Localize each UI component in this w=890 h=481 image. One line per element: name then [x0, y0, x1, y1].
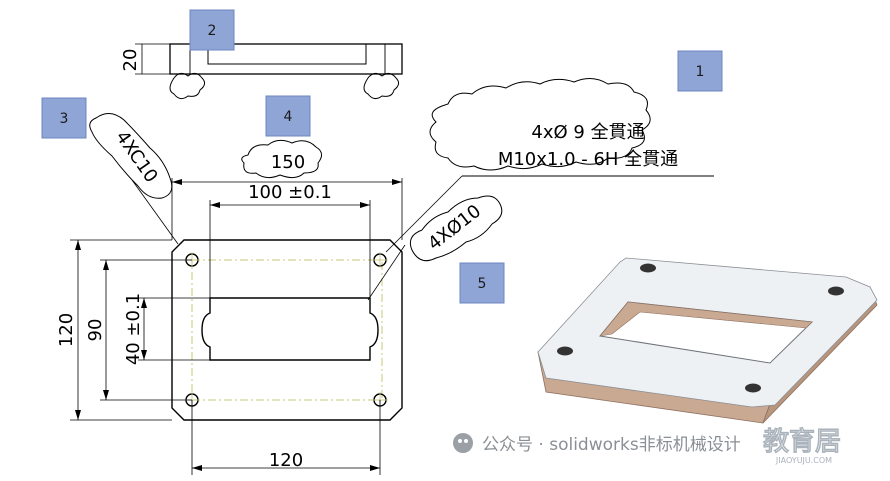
side-view [135, 43, 403, 100]
top-view [171, 239, 403, 421]
slot-width-label: 100 ±0.1 [248, 182, 332, 203]
hole-centerline [191, 259, 383, 401]
wechat-icon [453, 433, 473, 453]
svg-text:4: 4 [284, 109, 293, 125]
hole-spacing-x-label: 120 [269, 450, 303, 471]
counterbore-cloud [409, 195, 503, 262]
chamfer-cloud [89, 113, 173, 199]
overall-width-label: 150 [271, 152, 305, 173]
hole-note-line-1: 4xØ 9 全貫通 [531, 122, 644, 143]
overall-height-label: 120 [56, 313, 77, 347]
isometric-part [537, 257, 878, 424]
watermark-channel: 公众号 · solidworks非标机械设计 [482, 435, 741, 455]
callout-badge-4: 4 [265, 95, 311, 137]
slot-height-label: 40 ±0.1 [123, 293, 144, 365]
cloud-mark-right [363, 72, 400, 100]
watermark-brand-sub: JIAOYUJU.COM [775, 456, 832, 465]
part-hole-2 [828, 286, 844, 296]
side-view-outline [169, 43, 403, 75]
part-hole-3 [557, 346, 573, 356]
svg-text:3: 3 [60, 111, 69, 127]
callout-badge-2: 2 [189, 9, 235, 51]
svg-text:2: 2 [208, 23, 217, 39]
top-view-outline [171, 239, 403, 421]
hole-note-line-2: M10x1.0 - 6H 全貫通 [498, 149, 678, 170]
side-view-slot-hidden [207, 44, 367, 65]
hole-spacing-y-label: 90 [85, 319, 106, 342]
part-hole-1 [640, 263, 656, 273]
callout-badge-5: 5 [459, 262, 505, 304]
arrowheads [75, 179, 402, 471]
callout-badge-3: 3 [41, 97, 87, 139]
svg-text:1: 1 [696, 64, 705, 80]
overall-width-cloud [241, 139, 322, 179]
watermark-brand: 教育居 [763, 426, 841, 457]
side-view-thickness-label: 20 [120, 49, 141, 72]
hole-note-cloud [429, 78, 651, 171]
cloud-mark-left [169, 72, 206, 100]
svg-text:5: 5 [478, 276, 487, 292]
part-hole-4 [745, 383, 761, 393]
center-slot [201, 297, 379, 361]
dimension-lines [70, 175, 463, 475]
watermark: 公众号 · solidworks非标机械设计 教育居 JIAOYUJU.COM [453, 426, 841, 465]
callout-badge-1: 1 [677, 50, 723, 92]
